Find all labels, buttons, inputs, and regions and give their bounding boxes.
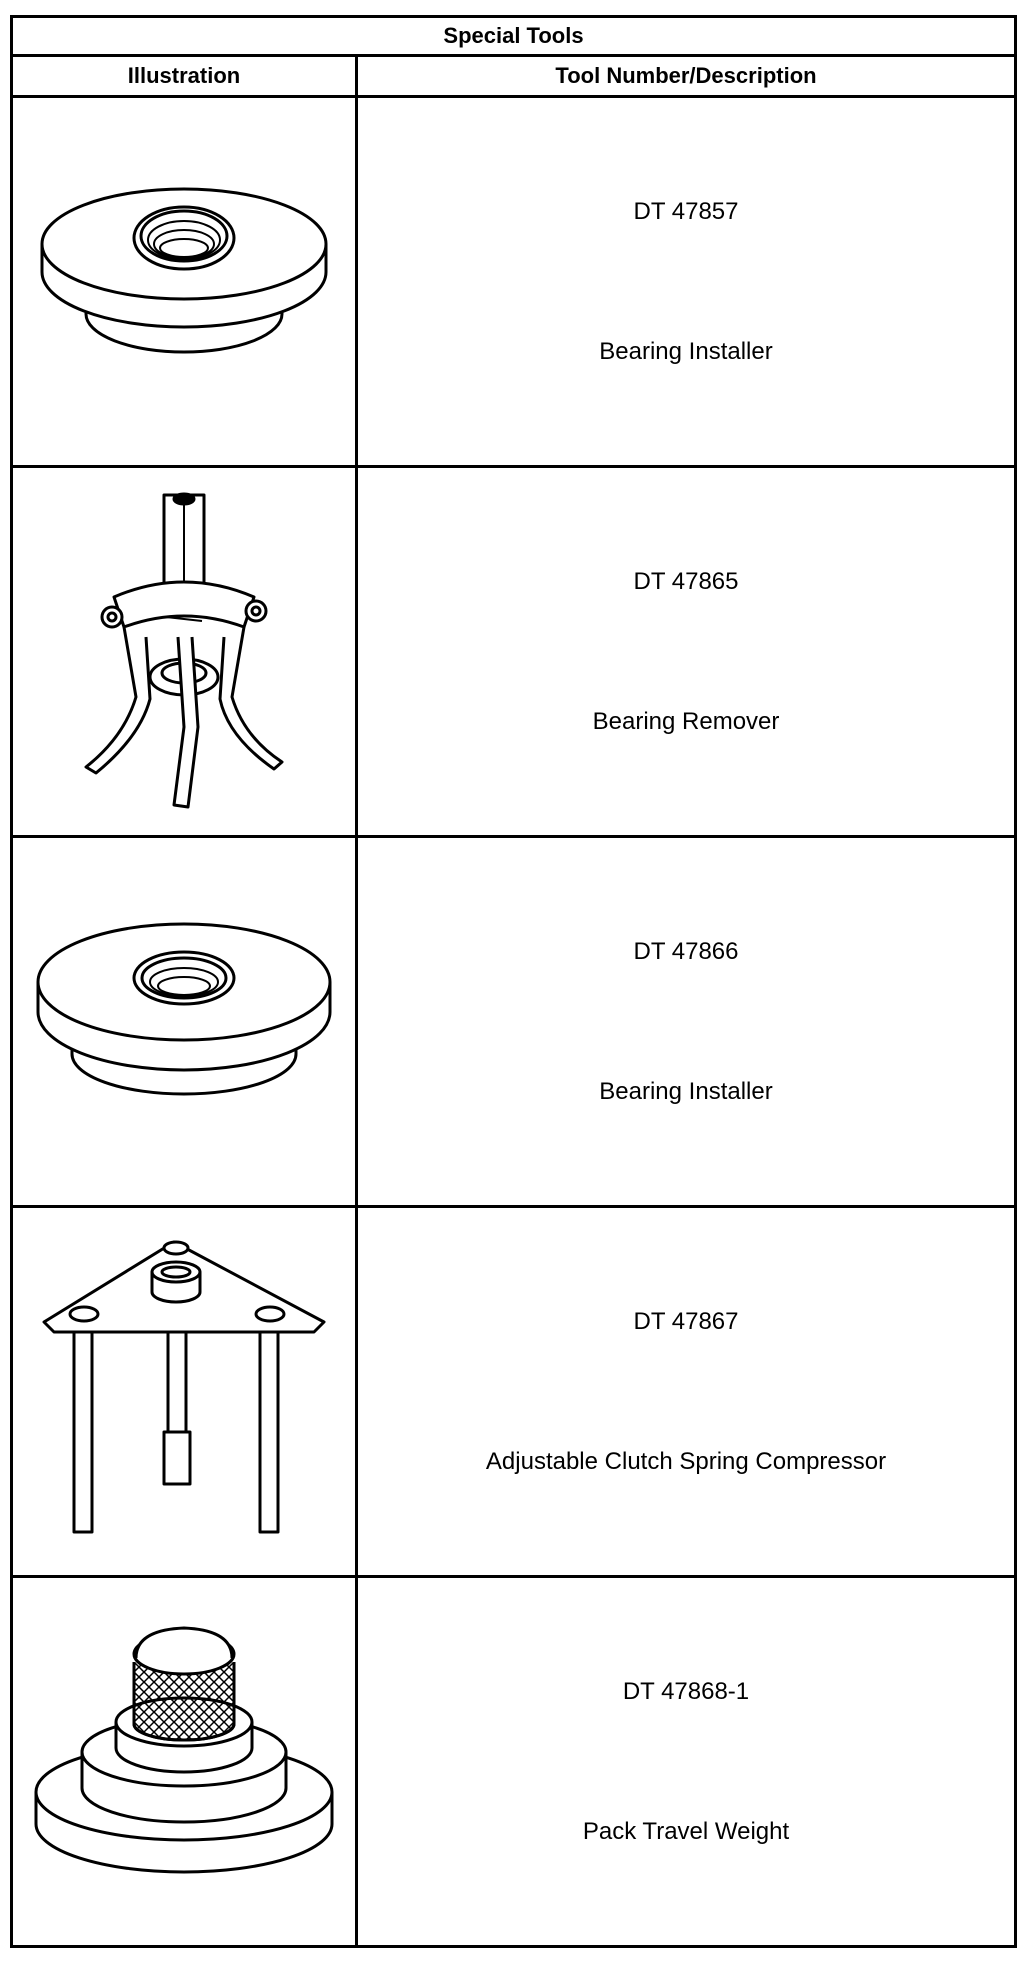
table-row: DT 47868-1 Pack Travel Weight (10, 1575, 1017, 1948)
illustration-cell (10, 1205, 358, 1578)
table-row: DT 47857 Bearing Installer (10, 95, 1017, 468)
tool-number: DT 47865 (633, 567, 739, 595)
tool-description: Bearing Installer (599, 1077, 773, 1105)
tool-description: Pack Travel Weight (582, 1817, 790, 1845)
table-row: DT 47865 Bearing Remover (10, 465, 1017, 838)
tool-number: DT 47867 (633, 1307, 739, 1335)
table-title: Special Tools (10, 15, 1017, 57)
bearing-remover-icon (84, 492, 284, 808)
description-cell: DT 47865 Bearing Remover (355, 465, 1017, 838)
travel-weight-icon (34, 1625, 334, 1873)
spring-compressor-icon (42, 1240, 326, 1533)
tool-number: DT 47866 (633, 937, 739, 965)
table-row: DT 47866 Bearing Installer (10, 835, 1017, 1208)
tool-description: Adjustable Clutch Spring Compressor (485, 1447, 887, 1475)
bearing-installer-icon (36, 922, 332, 1095)
special-tools-table: Special Tools Illustration Tool Number/D… (10, 15, 1017, 1948)
description-cell: DT 47866 Bearing Installer (355, 835, 1017, 1208)
header-tool-number-description: Tool Number/Description (355, 54, 1017, 98)
description-cell: DT 47857 Bearing Installer (355, 95, 1017, 468)
description-cell: DT 47868-1 Pack Travel Weight (355, 1575, 1017, 1948)
tool-number: DT 47857 (633, 197, 739, 225)
illustration-cell (10, 1575, 358, 1948)
header-illustration: Illustration (10, 54, 358, 98)
table-row: DT 47867 Adjustable Clutch Spring Compre… (10, 1205, 1017, 1578)
illustration-cell (10, 95, 358, 468)
bearing-installer-icon (40, 187, 328, 353)
description-cell: DT 47867 Adjustable Clutch Spring Compre… (355, 1205, 1017, 1578)
illustration-cell (10, 835, 358, 1208)
illustration-cell (10, 465, 358, 838)
tool-description: Bearing Installer (599, 337, 773, 365)
tool-description: Bearing Remover (592, 707, 780, 735)
tool-number: DT 47868-1 (622, 1677, 750, 1705)
